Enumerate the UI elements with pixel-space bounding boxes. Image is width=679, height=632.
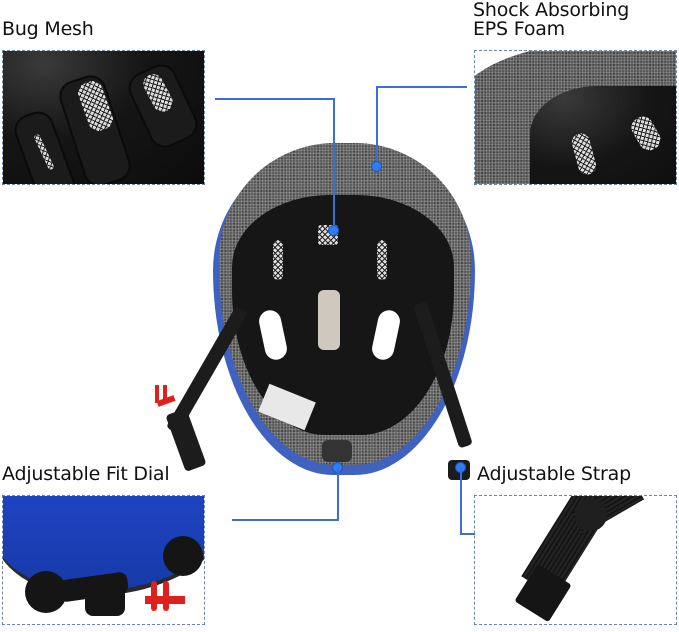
fit-dial-connector — [337, 468, 339, 520]
strap-connector — [460, 533, 475, 535]
fit-dial-connector — [232, 519, 339, 521]
helmet-mesh — [273, 240, 283, 280]
fit-dial-on-helmet — [322, 440, 352, 462]
helmet-vent — [318, 290, 340, 350]
bug-mesh-marker-dot — [328, 225, 339, 236]
eps-foam-connector — [377, 86, 467, 88]
strap-label: Adjustable Strap — [477, 463, 631, 485]
fit-dial-detail-image — [2, 495, 205, 625]
bug-mesh-connector — [215, 98, 335, 100]
black-buckle — [85, 584, 125, 616]
left-strap-pad — [165, 408, 207, 472]
red-buckle-prong — [163, 581, 169, 611]
helmet-mesh — [377, 240, 387, 280]
red-buckle-prong — [155, 385, 159, 403]
strap-connector — [460, 468, 462, 535]
strap-detail-image — [474, 495, 677, 625]
eps-foam-connector — [376, 86, 378, 166]
bug-mesh-label: Bug Mesh — [2, 18, 94, 40]
fit-dial-label: Adjustable Fit Dial — [2, 463, 170, 485]
eps-foam-marker-dot — [371, 161, 382, 172]
eps-foam-label: Shock Absorbing EPS Foam — [473, 0, 630, 40]
bug-mesh-detail-image — [2, 50, 205, 185]
rear-dial — [163, 536, 203, 576]
eps-foam-detail-image — [474, 50, 677, 185]
red-buckle-prong — [163, 385, 167, 403]
bug-mesh-connector — [333, 98, 335, 230]
strap-slider — [575, 499, 607, 531]
red-buckle-prong — [151, 581, 157, 611]
